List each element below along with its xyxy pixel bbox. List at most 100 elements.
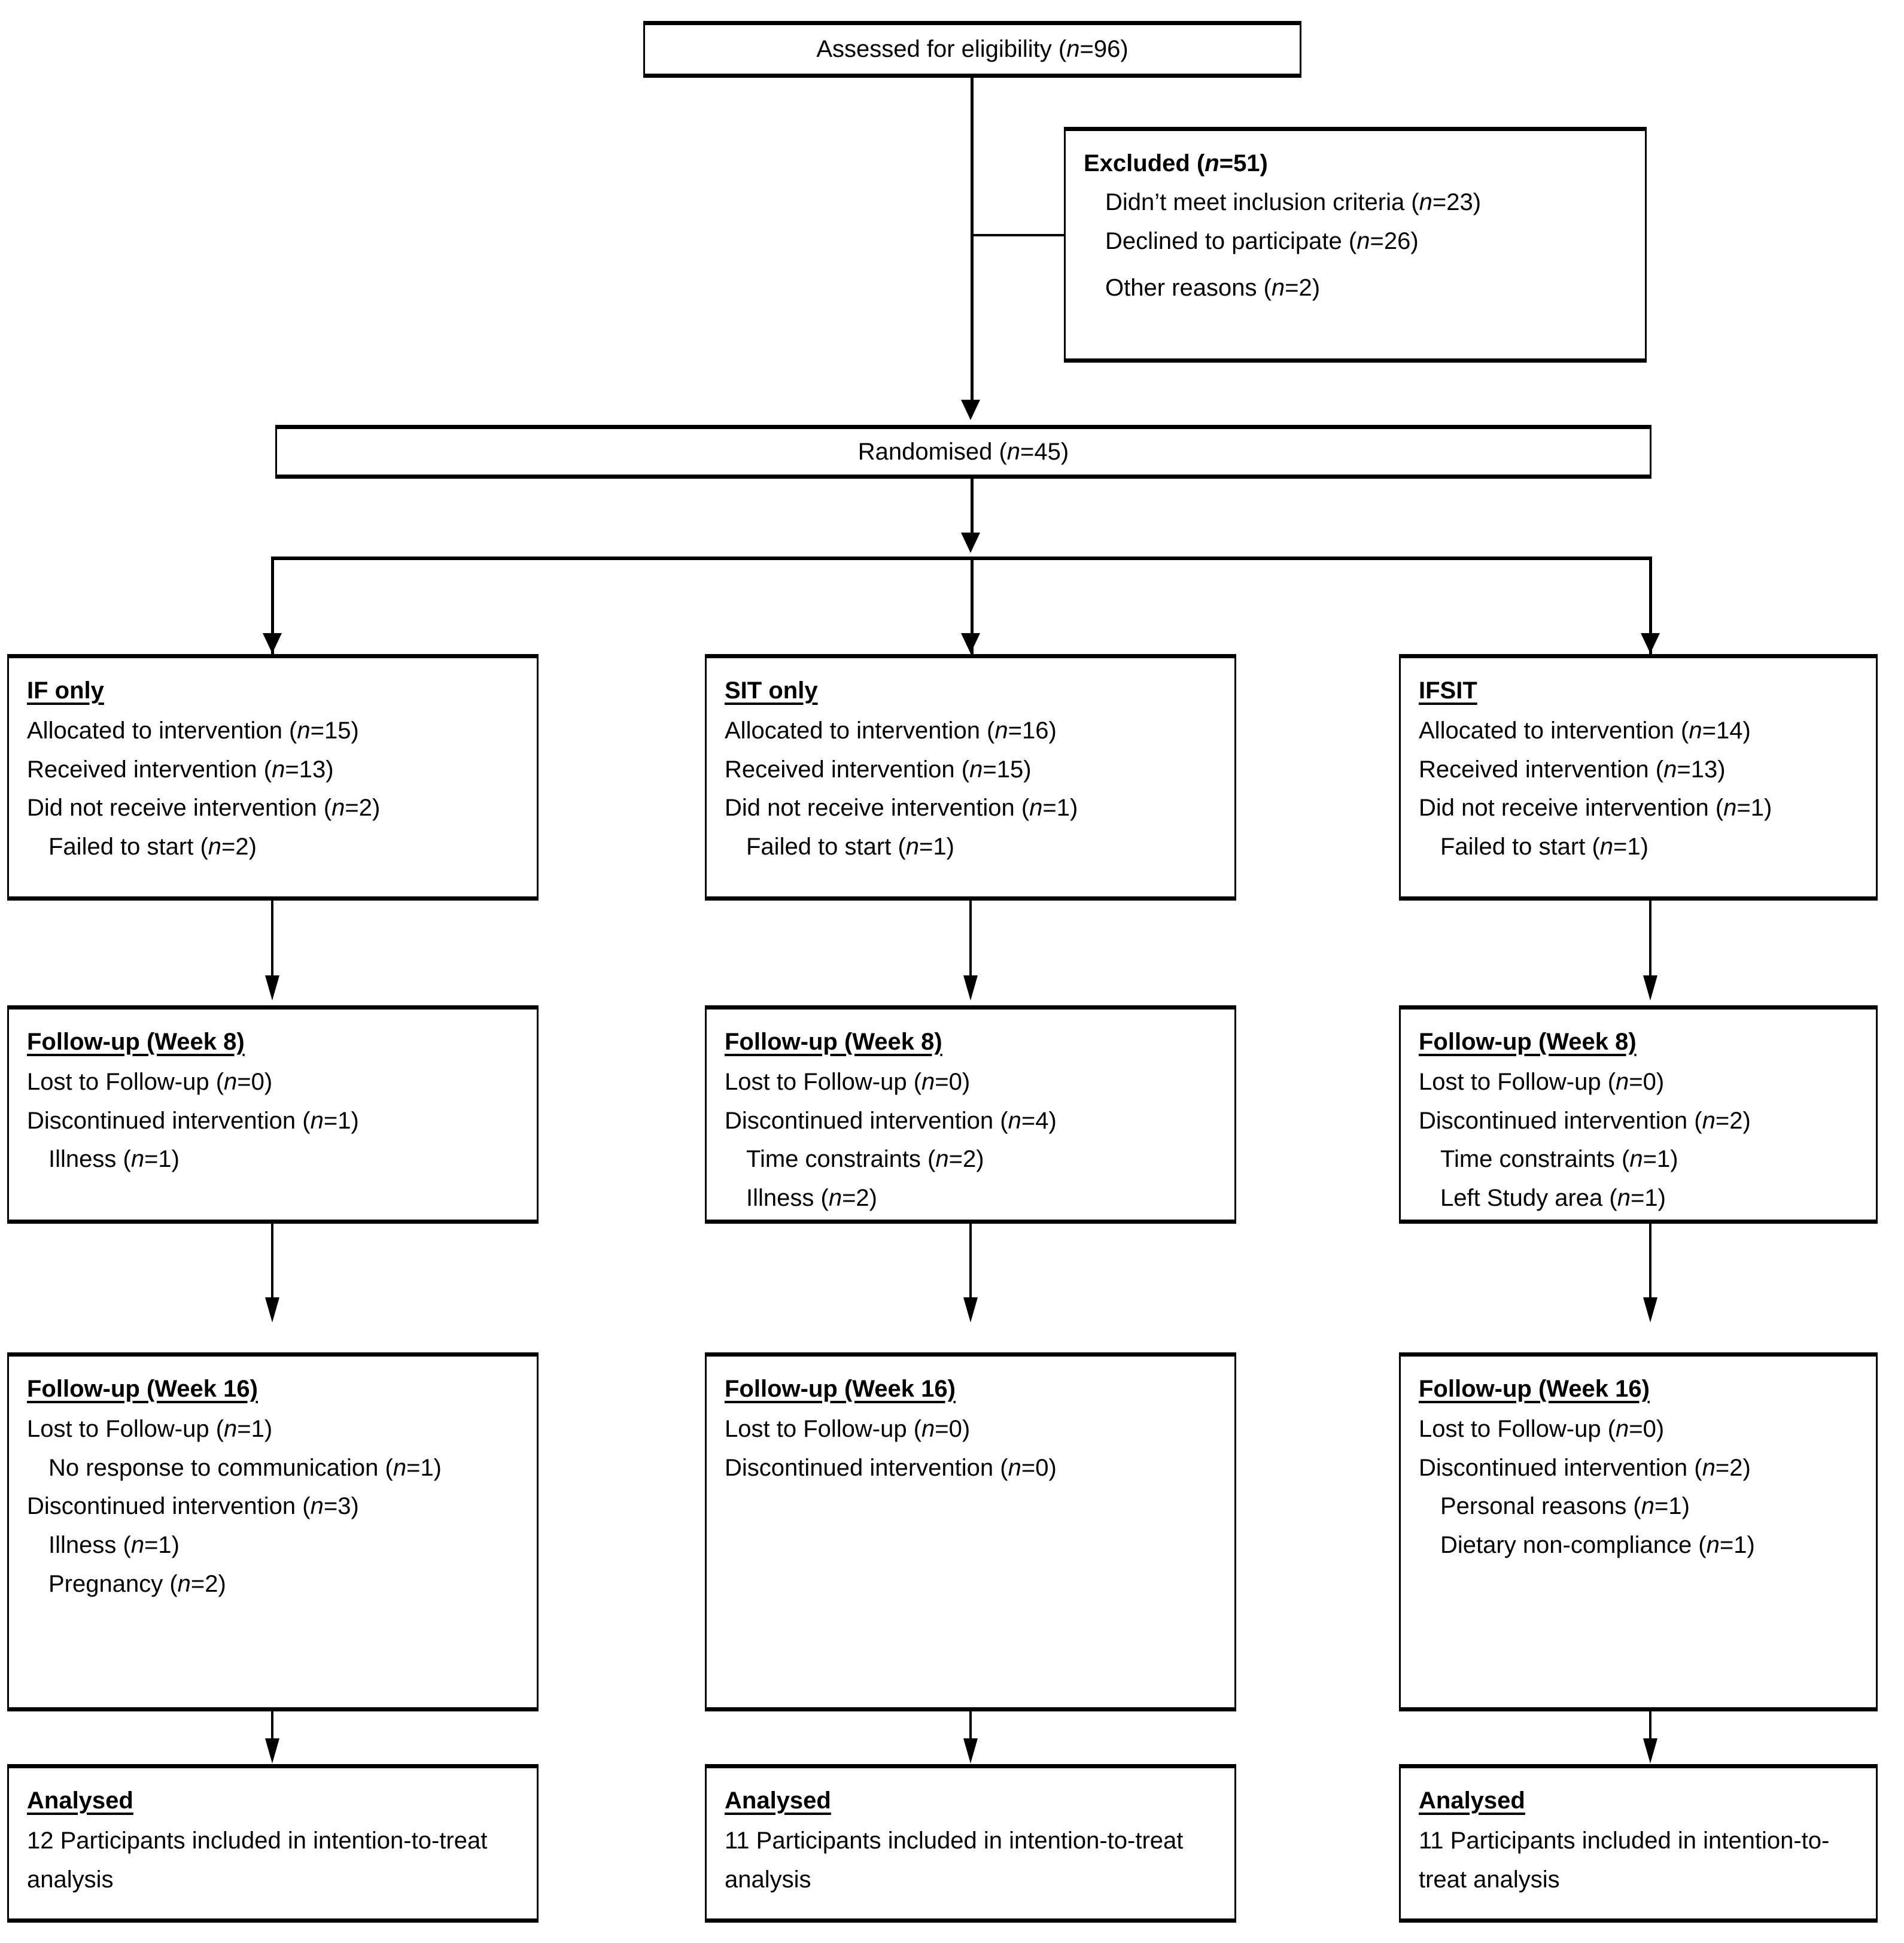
connector-col2-alloc-to-w8	[969, 901, 972, 978]
analysed-text-col1: 12 Participants included in intention-to…	[27, 1827, 488, 1893]
followup-week16-line-col2-0: Lost to Follow-up (n=0)	[725, 1415, 971, 1442]
analysed-text-col3: 11 Participants included in intention-to…	[1419, 1827, 1830, 1893]
arrow-branch-col3	[1641, 633, 1660, 653]
connector-randomised-stem	[971, 479, 974, 539]
connector-col1-w8-to-w16	[271, 1224, 273, 1302]
arrow-assessed-to-randomised	[961, 400, 980, 420]
followup-week8-subline-col3-1: Left Study area (n=1)	[1440, 1185, 1666, 1212]
followup-week16-line-col3-2: Personal reasons (n=1)	[1440, 1493, 1690, 1520]
allocation-branch-bar	[272, 557, 1651, 560]
allocation-line-col1-0: Allocated to intervention (n=15)	[27, 717, 359, 744]
excluded-content: Excluded (n=51) Didn’t meet inclusion cr…	[1066, 129, 1645, 323]
followup-week8-subline-col3-0: Time constraints (n=1)	[1440, 1146, 1678, 1173]
followup-week8-box-sit-only: Follow-up (Week 8) Lost to Follow-up (n=…	[705, 1005, 1236, 1224]
allocation-line-col2-1: Received intervention (n=15)	[725, 756, 1032, 783]
followup-week16-line-col1-0: Lost to Follow-up (n=1)	[27, 1415, 273, 1442]
followup-week8-line-col1-1: Discontinued intervention (n=1)	[27, 1107, 359, 1134]
branch-drop-col1	[271, 557, 274, 655]
arrow-col2-alloc-to-w8	[963, 975, 978, 1001]
excluded-reason-2: Other reasons (n=2)	[1105, 275, 1321, 302]
assessed-for-eligibility-box: Assessed for eligibility (n=96)	[643, 21, 1301, 78]
followup-week16-box-sit-only: Follow-up (Week 16) Lost to Follow-up (n…	[705, 1352, 1236, 1711]
followup-week8-box-ifsit: Follow-up (Week 8) Lost to Follow-up (n=…	[1399, 1005, 1878, 1224]
allocation-subline-col3-0: Failed to start (n=1)	[1440, 834, 1648, 860]
allocation-header-col1: IF only	[27, 677, 104, 704]
allocation-subline-col2-0: Failed to start (n=1)	[746, 834, 954, 860]
allocation-line-col2-2: Did not receive intervention (n=1)	[725, 795, 1078, 822]
followup-week8-box-if-only: Follow-up (Week 8) Lost to Follow-up (n=…	[7, 1005, 539, 1224]
allocation-box-ifsit: IFSIT Allocated to intervention (n=14) R…	[1399, 654, 1878, 901]
followup-week8-header-col1: Follow-up (Week 8)	[27, 1029, 245, 1055]
branch-drop-col3	[1649, 557, 1652, 655]
analysed-box-ifsit: Analysed 11 Participants included in int…	[1399, 1764, 1878, 1923]
allocation-box-sit-only: SIT only Allocated to intervention (n=16…	[705, 654, 1236, 901]
connector-assessed-to-randomised	[971, 78, 974, 413]
arrow-col1-w16-to-analysed	[265, 1738, 279, 1763]
connector-col3-alloc-to-w8	[1649, 901, 1651, 978]
branch-drop-col2	[971, 557, 974, 655]
followup-week8-header-col3: Follow-up (Week 8)	[1419, 1029, 1637, 1055]
connector-col2-w16-to-analysed	[969, 1711, 972, 1744]
arrow-branch-col2	[961, 633, 980, 653]
followup-week16-line-col2-1: Discontinued intervention (n=0)	[725, 1454, 1057, 1481]
followup-week8-subline-col1-0: Illness (n=1)	[48, 1146, 180, 1173]
arrow-col1-w8-to-w16	[265, 1297, 279, 1322]
followup-week16-line-col3-1: Discontinued intervention (n=2)	[1419, 1454, 1751, 1481]
followup-week16-header-col2: Follow-up (Week 16)	[725, 1376, 956, 1402]
randomised-label: Randomised (n=45)	[857, 438, 1069, 465]
allocation-subline-col1-0: Failed to start (n=2)	[48, 834, 257, 860]
arrow-col1-alloc-to-w8	[265, 975, 279, 1001]
allocation-header-col3: IFSIT	[1419, 677, 1477, 704]
allocation-line-col3-1: Received intervention (n=13)	[1419, 756, 1726, 783]
allocation-header-col2: SIT only	[725, 677, 818, 704]
followup-week16-line-col1-2: Discontinued intervention (n=3)	[27, 1493, 359, 1520]
followup-week16-line-col1-3: Illness (n=1)	[48, 1532, 180, 1559]
arrow-col2-w8-to-w16	[963, 1297, 978, 1322]
allocation-line-col3-2: Did not receive intervention (n=1)	[1419, 795, 1772, 822]
followup-week16-box-if-only: Follow-up (Week 16) Lost to Follow-up (n…	[7, 1352, 539, 1711]
excluded-header: Excluded (n=51)	[1084, 150, 1268, 177]
allocation-line-col3-0: Allocated to intervention (n=14)	[1419, 717, 1751, 744]
followup-week16-line-col3-0: Lost to Follow-up (n=0)	[1419, 1415, 1665, 1442]
arrow-col3-w16-to-analysed	[1643, 1738, 1657, 1763]
connector-col3-w8-to-w16	[1649, 1224, 1651, 1302]
excluded-box: Excluded (n=51) Didn’t meet inclusion cr…	[1064, 127, 1647, 363]
allocation-line-col2-0: Allocated to intervention (n=16)	[725, 717, 1057, 744]
followup-week16-header-col1: Follow-up (Week 16)	[27, 1376, 258, 1402]
connector-col3-w16-to-analysed	[1649, 1711, 1651, 1744]
arrow-randomised-to-branch	[961, 533, 980, 553]
followup-week8-subline-col2-0: Time constraints (n=2)	[746, 1146, 984, 1173]
followup-week8-line-col1-0: Lost to Follow-up (n=0)	[27, 1068, 273, 1095]
allocation-line-col1-2: Did not receive intervention (n=2)	[27, 795, 381, 822]
assessed-for-eligibility-label: Assessed for eligibility (n=96)	[816, 36, 1129, 62]
allocation-box-if-only: IF only Allocated to intervention (n=15)…	[7, 654, 539, 901]
excluded-reason-1: Declined to participate (n=26)	[1105, 227, 1419, 254]
connector-to-excluded	[971, 234, 1066, 236]
arrow-col2-w16-to-analysed	[963, 1738, 978, 1763]
analysed-header-col1: Analysed	[27, 1787, 133, 1814]
arrow-branch-col1	[263, 633, 282, 653]
followup-week8-line-col2-1: Discontinued intervention (n=4)	[725, 1107, 1057, 1134]
followup-week16-header-col3: Follow-up (Week 16)	[1419, 1376, 1650, 1402]
followup-week8-header-col2: Follow-up (Week 8)	[725, 1029, 942, 1055]
followup-week8-line-col2-0: Lost to Follow-up (n=0)	[725, 1068, 971, 1095]
followup-week8-line-col3-0: Lost to Follow-up (n=0)	[1419, 1068, 1665, 1095]
connector-col2-w8-to-w16	[969, 1224, 972, 1302]
followup-week8-line-col3-1: Discontinued intervention (n=2)	[1419, 1107, 1751, 1134]
analysed-box-sit-only: Analysed 11 Participants included in int…	[705, 1764, 1236, 1923]
allocation-line-col1-1: Received intervention (n=13)	[27, 756, 334, 783]
analysed-box-if-only: Analysed 12 Participants included in int…	[7, 1764, 539, 1923]
followup-week16-box-ifsit: Follow-up (Week 16) Lost to Follow-up (n…	[1399, 1352, 1878, 1711]
followup-week16-line-col1-1: No response to communication (n=1)	[48, 1454, 442, 1481]
followup-week8-subline-col2-1: Illness (n=2)	[746, 1185, 877, 1212]
arrow-col3-alloc-to-w8	[1643, 975, 1657, 1001]
randomised-box: Randomised (n=45)	[275, 425, 1651, 479]
followup-week16-line-col3-3: Dietary non-compliance (n=1)	[1440, 1532, 1755, 1559]
analysed-header-col3: Analysed	[1419, 1787, 1525, 1814]
analysed-header-col2: Analysed	[725, 1787, 831, 1814]
analysed-text-col2: 11 Participants included in intention-to…	[725, 1827, 1184, 1893]
arrow-col3-w8-to-w16	[1643, 1297, 1657, 1322]
followup-week16-line-col1-4: Pregnancy (n=2)	[48, 1570, 226, 1597]
excluded-reason-0: Didn’t meet inclusion criteria (n=23)	[1105, 188, 1482, 215]
